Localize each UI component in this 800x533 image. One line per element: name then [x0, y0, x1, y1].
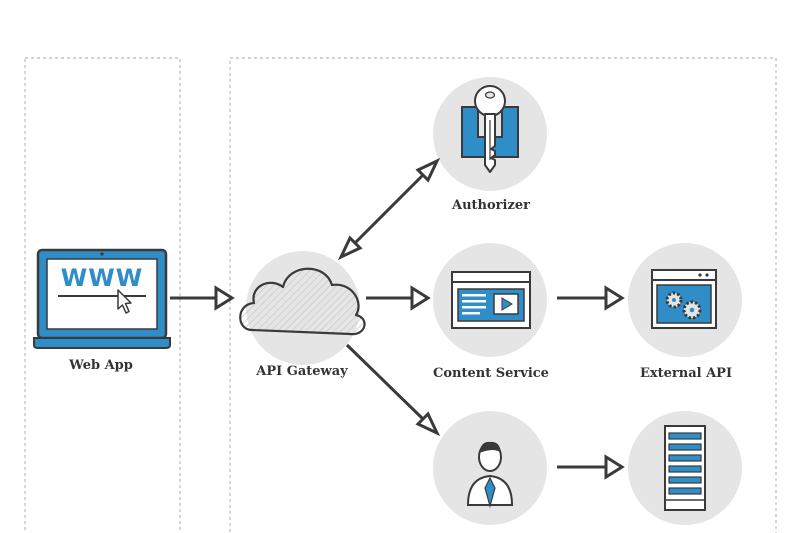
web-app-label: Web App: [69, 358, 133, 373]
arrow-gateway-to-content-service: [366, 285, 431, 311]
user-icon: [466, 441, 514, 509]
laptop-icon: WWW: [33, 248, 171, 349]
gears-window-icon: [651, 269, 717, 329]
arrow-webapp-to-gateway: [170, 285, 235, 311]
browser-video-icon: [451, 271, 531, 329]
key-icon: [461, 85, 519, 173]
arrow-content-service-to-external-api: [557, 285, 625, 311]
external-api-label: External API: [639, 366, 733, 381]
content-service-label: Content Service: [433, 366, 549, 381]
authorizer-label: Authorizer: [452, 198, 530, 213]
cloud-icon: [239, 267, 366, 336]
api-gateway-label: API Gateway: [256, 364, 348, 379]
server-icon: [664, 425, 706, 511]
arrow-gateway-to-user-service: [345, 343, 441, 437]
arrow-user-service-to-database: [557, 454, 625, 480]
arrow-gateway-authorizer-bidirectional: [337, 157, 441, 261]
laptop-screen-text: WWW: [61, 264, 143, 292]
